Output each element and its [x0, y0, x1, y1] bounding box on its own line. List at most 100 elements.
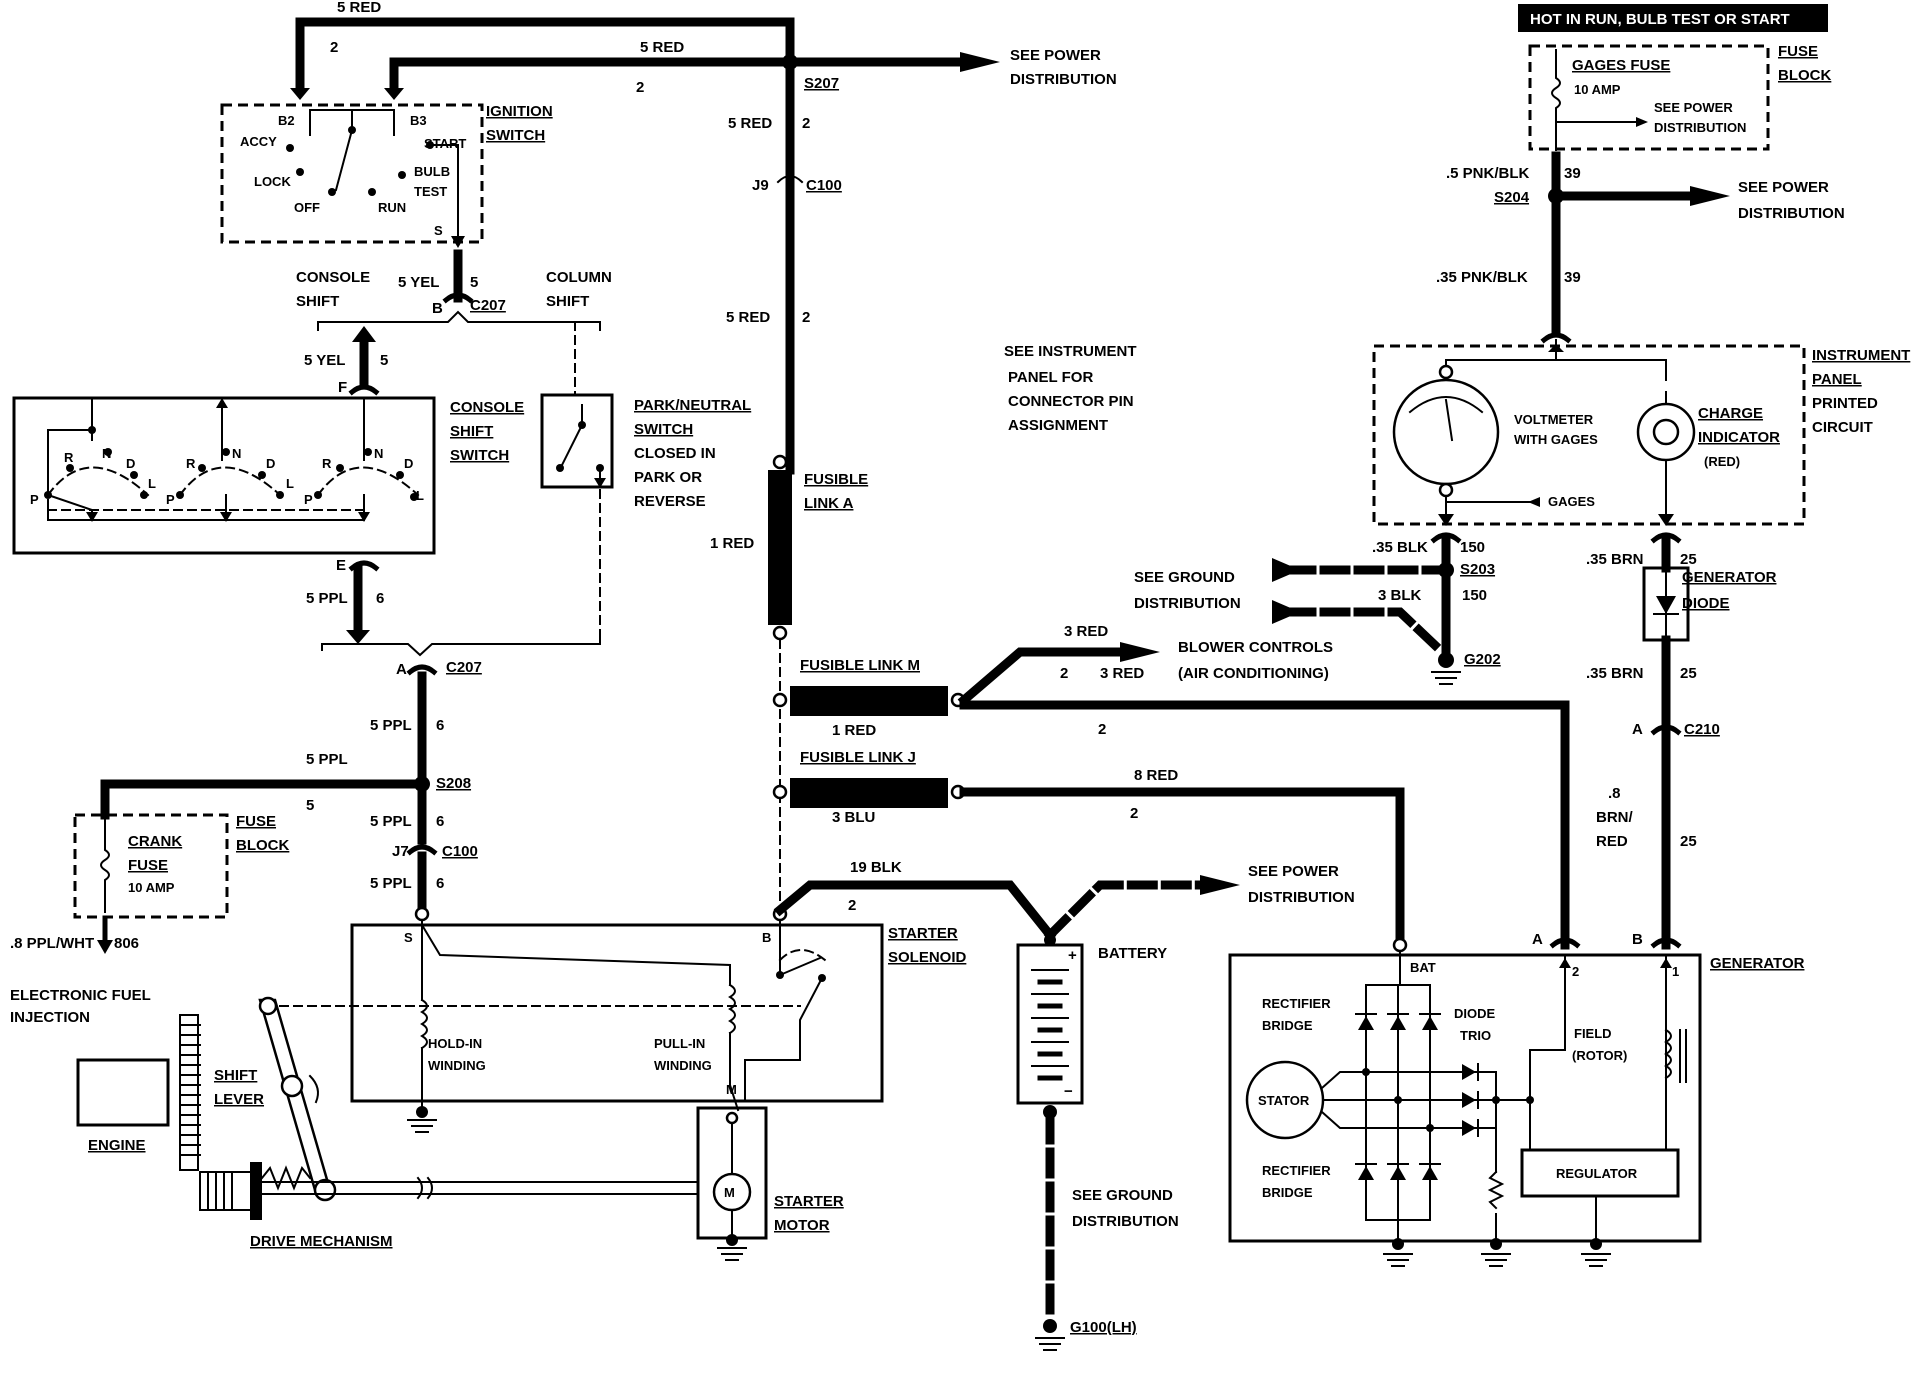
- wire-label: .8: [1608, 785, 1621, 802]
- terminal-label: BAT: [1410, 960, 1436, 975]
- connector-c100-symbol: [776, 175, 804, 184]
- terminal-label: B2: [278, 113, 295, 128]
- terminal-label: B: [1632, 931, 1643, 948]
- note-text: CONSOLE: [296, 269, 370, 286]
- wire-label: 2: [802, 309, 810, 326]
- wire-19blk: [773, 880, 1057, 942]
- wire-8red-bat: [959, 787, 1405, 945]
- shift-position: L: [416, 488, 424, 503]
- shift-option-bracket: [317, 310, 601, 331]
- component-label: SWITCH: [486, 127, 545, 144]
- wire-label: 5 PPL: [370, 875, 412, 892]
- note-text: CONNECTOR PIN: [1008, 393, 1134, 410]
- wire-label: 5 PPL: [370, 813, 412, 830]
- connector-label: B: [432, 300, 443, 317]
- component-label: (RED): [1704, 454, 1740, 469]
- wire-5red-b3: [389, 57, 795, 90]
- component-label: BATTERY: [1098, 945, 1167, 962]
- component-label: IGNITION: [486, 103, 553, 120]
- switch-position: RUN: [378, 200, 406, 215]
- wire-label: 1 RED: [710, 535, 754, 552]
- starter-solenoid-box: [350, 923, 884, 1103]
- component-label: STATOR: [1258, 1093, 1310, 1108]
- drive-spring: [260, 1165, 312, 1191]
- wire-label: 5 RED: [726, 309, 770, 326]
- wire-label: .35 BRN: [1586, 551, 1644, 568]
- terminal-label: B3: [410, 113, 427, 128]
- wire-label: 5 PPL: [370, 717, 412, 734]
- wire-label: 3 BLK: [1378, 587, 1422, 604]
- shift-position: P: [30, 492, 39, 507]
- wire-label: .5 PNK/BLK: [1446, 165, 1530, 182]
- battery-minus: −: [1064, 1083, 1073, 1100]
- component-label: FUSE: [128, 857, 168, 874]
- hold-in-winding: [420, 998, 428, 1050]
- flywheel: [179, 1014, 199, 1171]
- note-text: SEE GROUND: [1072, 1187, 1173, 1204]
- component-label: PARK/NEUTRAL: [634, 397, 751, 414]
- note-text: SHIFT: [546, 293, 589, 310]
- component-label: STARTER: [774, 1193, 844, 1210]
- ground-label: G100(LH): [1070, 1319, 1137, 1336]
- ground-symbol: [1431, 671, 1461, 685]
- component-label: WITH GAGES: [1514, 432, 1598, 447]
- shift-position: P: [166, 492, 175, 507]
- generator-bat-terminal: [1392, 937, 1408, 953]
- terminal-label: E: [336, 557, 346, 574]
- crank-fuse-block-box: [73, 813, 229, 919]
- component-label: TRIO: [1460, 1028, 1491, 1043]
- drive-pinion: [199, 1171, 256, 1211]
- wire-label: 2: [1130, 805, 1138, 822]
- note-text: COLUMN: [546, 269, 612, 286]
- terminal-label: 2: [1572, 964, 1579, 979]
- component-label: FUSIBLE LINK J: [800, 749, 916, 766]
- note-text: DISTRIBUTION: [1654, 120, 1746, 135]
- wire-label: 2: [802, 115, 810, 132]
- note-text: PANEL FOR: [1008, 369, 1093, 386]
- note-text: SEE INSTRUMENT: [1004, 343, 1137, 360]
- wire-label: 25: [1680, 551, 1697, 568]
- component-label: BRIDGE: [1262, 1185, 1313, 1200]
- note-text: BLOWER CONTROLS: [1178, 639, 1333, 656]
- shift-position: N: [374, 446, 383, 461]
- component-label: FUSIBLE: [804, 471, 868, 488]
- component-label: DIODE: [1682, 595, 1730, 612]
- component-label: CIRCUIT: [1812, 419, 1873, 436]
- component-label: INSTRUMENT: [1812, 347, 1910, 364]
- terminal-b3: [384, 88, 404, 100]
- component-label: VOLTMETER: [1514, 412, 1594, 427]
- connector-label: C207: [446, 659, 482, 676]
- rectifier-diodes-top: [1355, 1013, 1441, 1030]
- note-text: DISTRIBUTION: [1738, 205, 1845, 222]
- wire-label: 5 RED: [337, 0, 381, 16]
- wire-label: .35 BRN: [1586, 665, 1644, 682]
- connector-label: A: [1632, 721, 1643, 738]
- component-label: LINK A: [804, 495, 854, 512]
- fusible-link-a-terminal-bottom: [772, 625, 788, 641]
- wire-5red-b2: [295, 17, 795, 90]
- wire-battery-power: [1043, 880, 1205, 942]
- wire-label: 39: [1564, 165, 1581, 182]
- c207-bracket: [321, 639, 601, 657]
- wire-label: 6: [436, 813, 444, 830]
- shift-position: N: [232, 446, 241, 461]
- wire-label: 25: [1680, 665, 1697, 682]
- terminal-label: S: [434, 223, 443, 238]
- shift-contacts-group-1: [44, 397, 150, 522]
- wire-label: 150: [1462, 587, 1487, 604]
- component-label: FUSE: [1778, 43, 1818, 60]
- component-label: BRIDGE: [1262, 1018, 1313, 1033]
- splice-label: S204: [1494, 189, 1530, 206]
- terminal-label: A: [1532, 931, 1543, 948]
- wire-label: 5 RED: [728, 115, 772, 132]
- note-text: SHIFT: [296, 293, 339, 310]
- shift-position: R: [322, 456, 332, 471]
- generator-grounds: [1383, 1238, 1611, 1267]
- wire-label: 2: [1098, 721, 1106, 738]
- component-label: LEVER: [214, 1091, 264, 1108]
- component-label: GAGES FUSE: [1572, 57, 1670, 74]
- wire-label: 2: [636, 79, 644, 96]
- flywheel-teeth: [179, 1024, 201, 1156]
- battery-cells: [1031, 969, 1069, 1081]
- diode-symbol: [1656, 596, 1676, 614]
